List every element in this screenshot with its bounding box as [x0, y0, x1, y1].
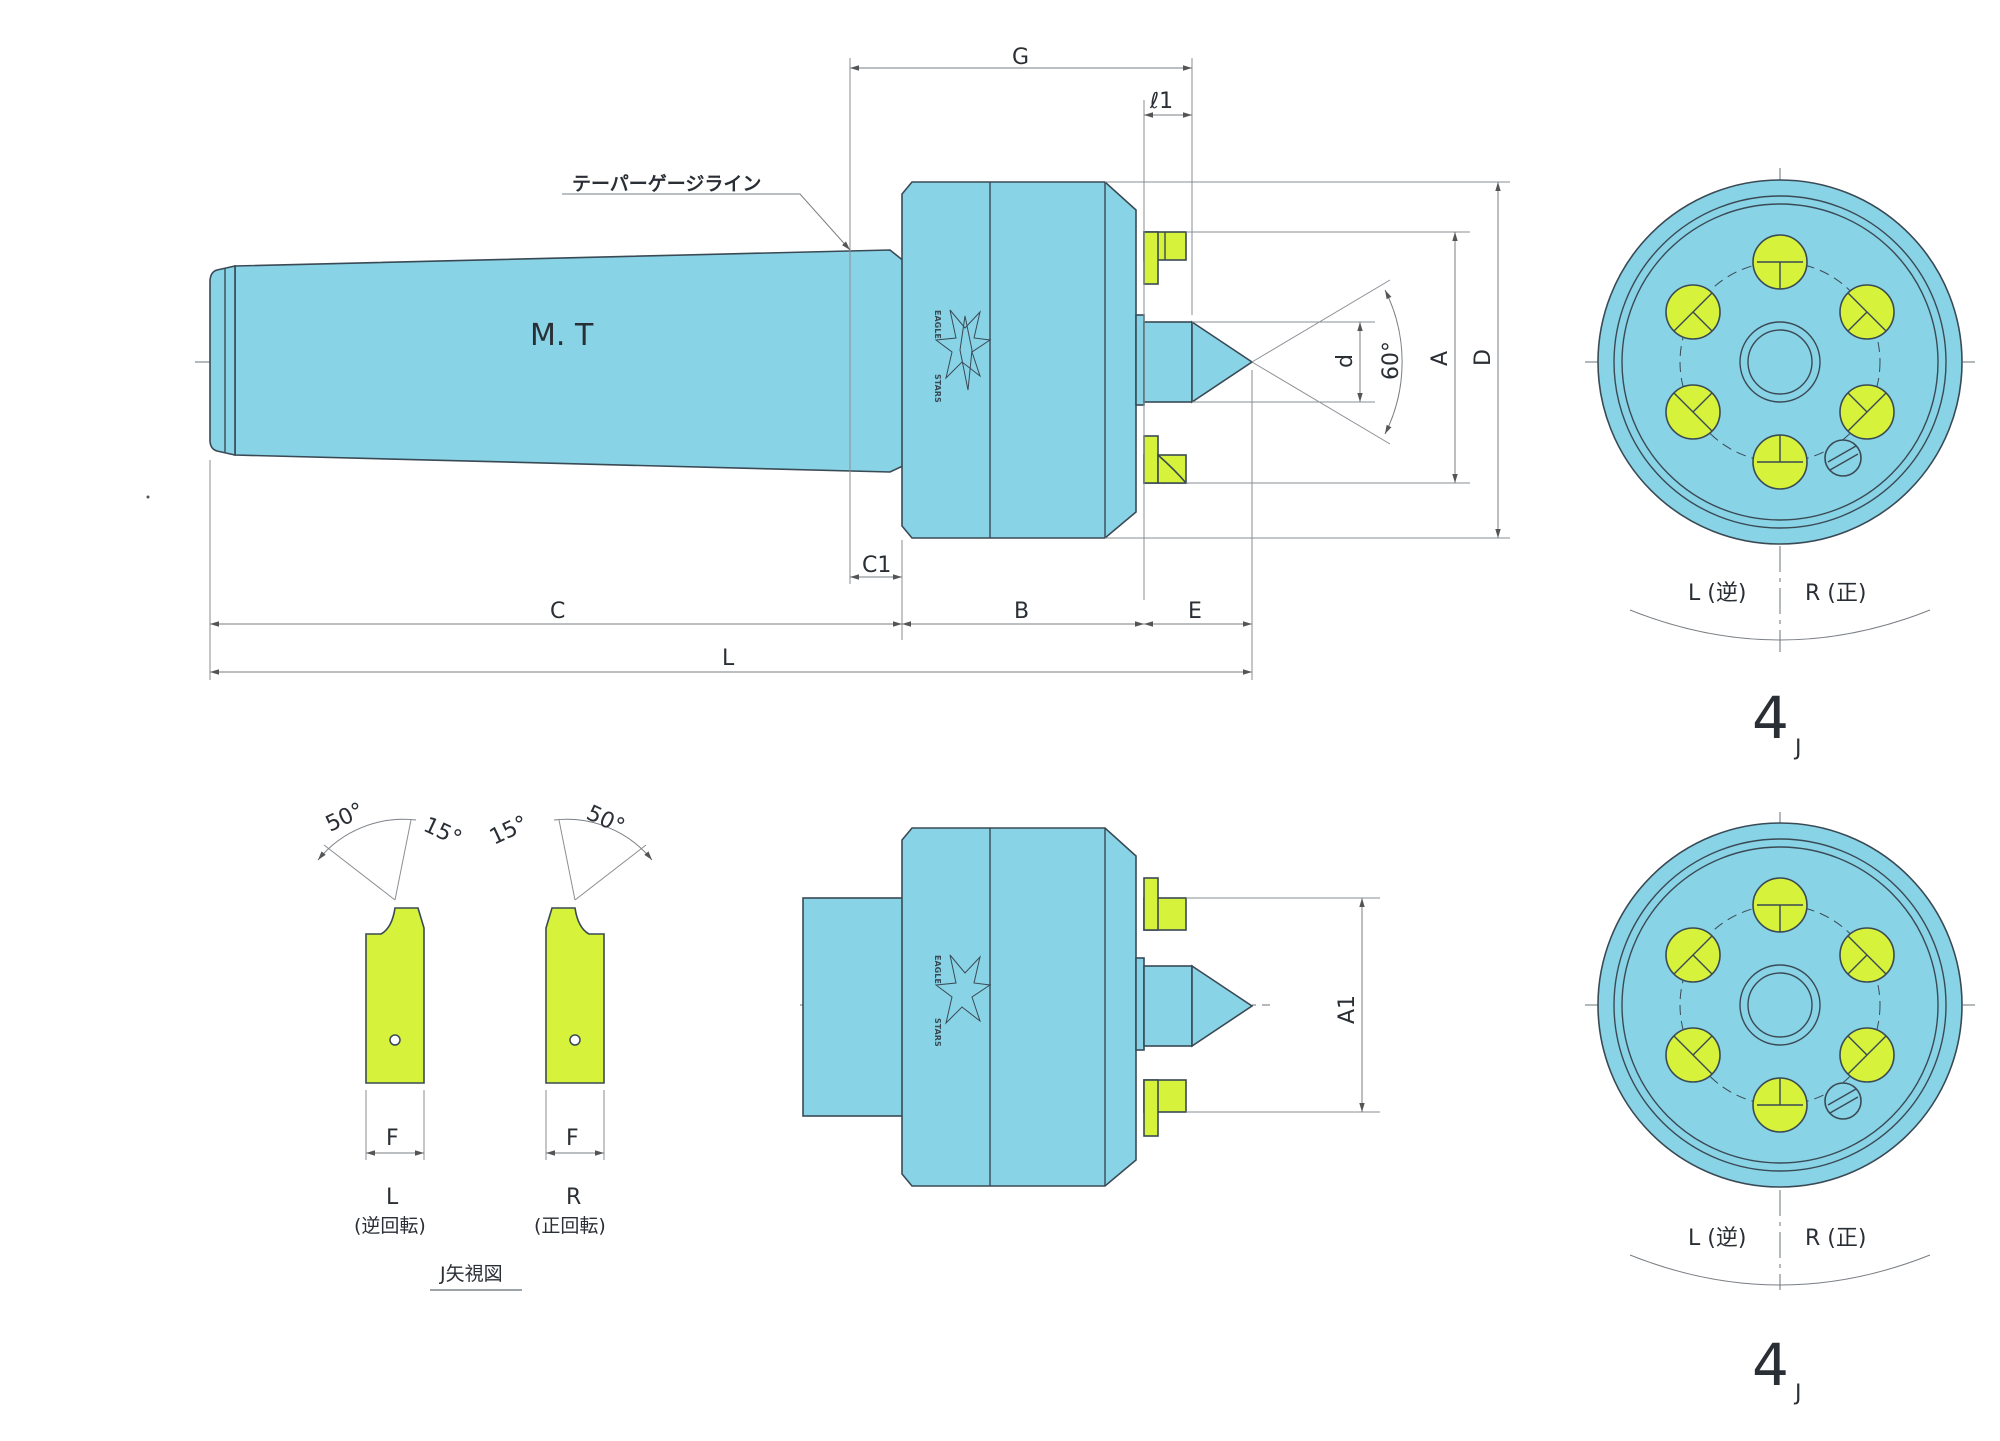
face-bottom-right-label: R (正)	[1805, 1226, 1866, 1251]
dim-A: A	[1428, 351, 1453, 366]
blade-L-desc: (逆回転)	[354, 1215, 426, 1237]
face-top-view-number: 4	[1752, 684, 1789, 752]
j-view: 50° 15° F L (逆回転) 15° 50° F R (正回転) J矢視図	[317, 798, 653, 1291]
shank-label: M. T	[530, 318, 594, 353]
blade-L-name: L	[386, 1185, 399, 1210]
face-view-bottom: L (逆) R (正) 4 J	[1585, 812, 1975, 1406]
logo-text-bottom: STARS	[933, 374, 942, 403]
face-view-top: L (逆) R (正) 4 J	[1585, 168, 1975, 761]
insert-bottom	[1143, 435, 1188, 484]
j-view-caption: J矢視図	[439, 1263, 503, 1285]
blade-L: 50° 15° F L (逆回転)	[317, 798, 465, 1237]
dim-l1: ℓ1	[1149, 89, 1173, 114]
eagle-stars-logo: EAGLE STARS	[933, 309, 992, 403]
blade-R-dim: F	[566, 1126, 579, 1151]
face-bottom-left-label: L (逆)	[1688, 1226, 1746, 1251]
insert-circles-bottom	[1665, 877, 1895, 1133]
blade-L-dim: F	[386, 1126, 399, 1151]
blade-R-desc: (正回転)	[534, 1215, 606, 1237]
insert-circles-top	[1665, 234, 1895, 490]
dim-C: C	[550, 599, 565, 624]
face-top-left-label: L (逆)	[1688, 581, 1746, 606]
face-bottom-view-number: 4	[1752, 1331, 1789, 1399]
main-body	[901, 181, 1145, 539]
center-point	[1143, 320, 1254, 404]
dim-D: D	[1471, 349, 1496, 366]
dim-angle-60: 60°	[1379, 341, 1404, 380]
dim-E: E	[1188, 599, 1202, 624]
lower-logo-bottom: STARS	[933, 1018, 942, 1047]
taper-shank	[209, 249, 906, 473]
face-bottom-view-sub: J	[1793, 1381, 1802, 1406]
blade-L-angle-b: 15°	[419, 813, 465, 852]
dim-G: G	[1012, 45, 1029, 70]
lower-side-view: EAGLE STARS A1	[800, 827, 1380, 1187]
dim-B: B	[1014, 599, 1029, 624]
logo-text-top: EAGLE	[933, 310, 942, 339]
dim-A1: A1	[1335, 995, 1360, 1024]
blade-L-angle-a: 50°	[322, 798, 368, 837]
insert-top	[1143, 231, 1187, 285]
lower-logo-top: EAGLE	[933, 955, 942, 984]
face-top-right-label: R (正)	[1805, 581, 1866, 606]
dim-d: d	[1333, 354, 1358, 368]
blade-R-name: R	[566, 1185, 581, 1210]
taper-gauge-label: テーパーゲージライン	[572, 173, 761, 195]
dim-C1: C1	[862, 553, 891, 578]
face-top-view-sub: J	[1793, 736, 1802, 761]
blade-R-angle-a: 15°	[486, 811, 532, 850]
main-side-view: EAGLE STARS	[195, 45, 1510, 680]
blade-R: 15° 50° F R (正回転)	[486, 801, 653, 1237]
dim-L: L	[722, 646, 735, 671]
